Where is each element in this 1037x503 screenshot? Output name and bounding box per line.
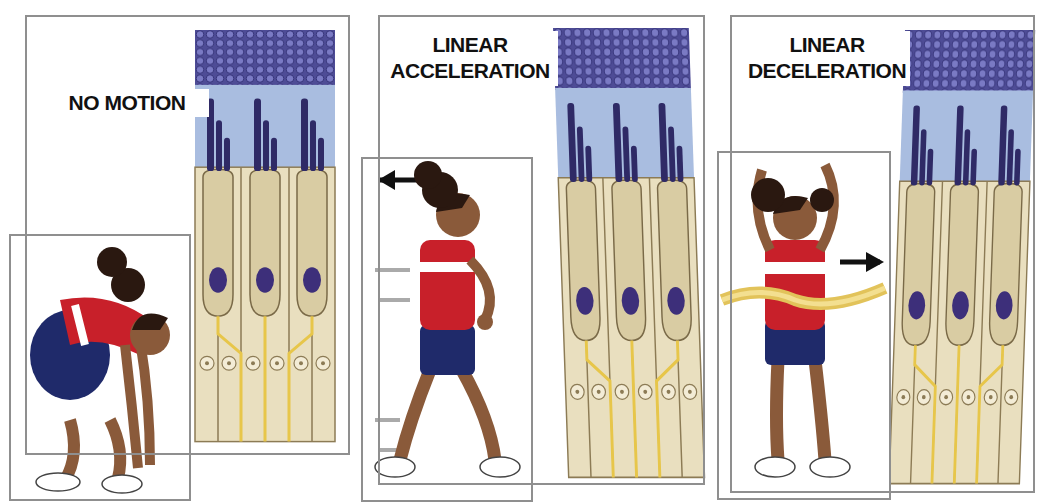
motion-panel: LINEAR DECELERATION <box>730 15 1035 493</box>
panel-heading: NO MOTION <box>45 89 209 117</box>
motion-panel: NO MOTION <box>25 15 350 455</box>
motion-panel: LINEAR ACCELERATION <box>378 15 705 485</box>
panel-heading: LINEAR ACCELERATION <box>382 31 558 86</box>
panel-heading: LINEAR DECELERATION <box>744 31 910 86</box>
